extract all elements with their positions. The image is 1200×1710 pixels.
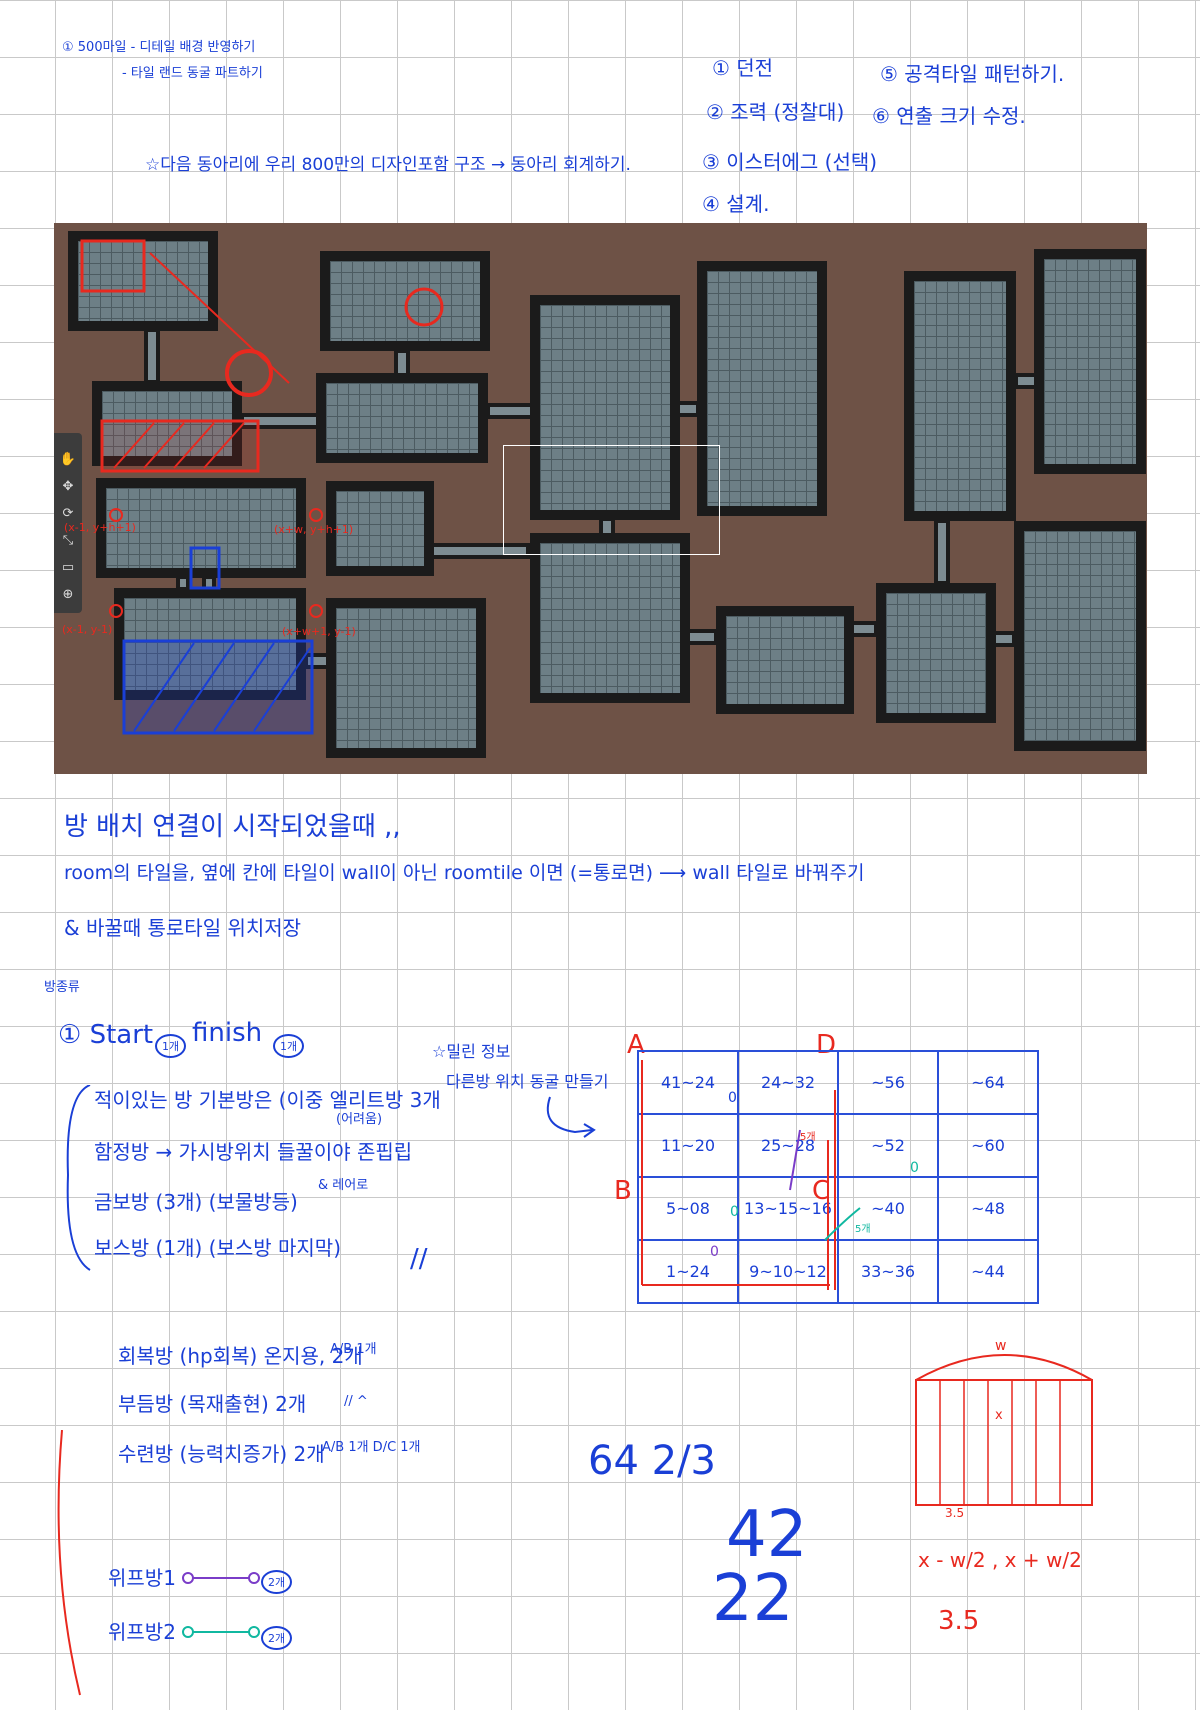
todo-item-4: ④ 설계.	[702, 188, 769, 217]
warp-room-2: 위프방2	[108, 1616, 176, 1645]
map-coord-right-top: (x+w, y+h+1)	[274, 523, 353, 536]
room-type-4: 보스방 (1개) (보스방 마지막)	[94, 1232, 341, 1261]
red-corner-dot	[110, 509, 122, 521]
blue-square	[191, 548, 219, 588]
warp-room-2-count: 2개	[261, 1626, 292, 1650]
red-chest-sketch	[910, 1338, 1100, 1518]
grid-circle-3: 0	[710, 1244, 719, 1260]
room-type-1-sub: (어려움)	[336, 1108, 382, 1127]
mid-note-line-3: & 바꿀때 통로타일 위치저장	[64, 912, 301, 941]
grid-circle-2: 0	[730, 1204, 739, 1220]
room-type-1: 적이있는 방 기본방은 (이중 엘리트방 3개	[94, 1084, 441, 1113]
chest-result: 3.5	[938, 1606, 979, 1636]
todo-item-2: ② 조력 (정찰대)	[706, 96, 844, 125]
mid-note-line-2: room의 타일을, 옆에 칸에 타일이 wall이 아닌 roomtile 이…	[64, 858, 865, 885]
chest-w-label: w	[995, 1338, 1006, 1354]
red-bracket-line	[40, 1430, 100, 1710]
todo-item-1: ① 던전	[712, 52, 773, 81]
todo-item-5: ⑤ 공격타일 패턴하기.	[880, 58, 1064, 87]
start-label: ① Start	[58, 1020, 153, 1050]
room-list-end-mark: //	[410, 1244, 428, 1274]
grid-circle-1: 0	[728, 1090, 737, 1106]
lower-note-2-sub: // ^	[344, 1394, 368, 1409]
red-corner-dot	[310, 605, 322, 617]
room-type-3: 금보방 (3개) (보물방등)	[94, 1186, 298, 1215]
map-coord-left-bottom: (x-1, y-1)	[62, 623, 112, 636]
mid-note-line-1: 방 배치 연결이 시작되었을때 ,,	[64, 806, 401, 843]
warp-arrow-2	[180, 1622, 260, 1642]
chest-x-label: x	[995, 1408, 1003, 1423]
warp-room-1-count: 2개	[261, 1570, 292, 1594]
lower-note-2: 부듬방 (목재출현) 2개	[118, 1388, 306, 1417]
warp-arrow-1	[180, 1568, 260, 1588]
lower-note-3-sub: A/B 1개 D/C 1개	[322, 1436, 421, 1455]
red-circle	[406, 289, 442, 325]
room-types-header: 방종류	[44, 976, 80, 995]
todo-item-3: ③ 이스터에그 (선택)	[702, 146, 877, 175]
top-note-line-1: ① 500마일 - 디테일 배경 반영하기	[62, 36, 255, 55]
finish-count: 1개	[273, 1034, 304, 1058]
star-note-2-line-1: ☆밀린 정보	[432, 1038, 510, 1062]
dungeon-map: ✋ ✥ ⟳ ⤡ ▭ ⊕ (x-1, y+h+1) (x+w, y+h+1) (x…	[54, 223, 1147, 774]
star-note-2-line-2: 다른방 위치 동굴 만들기	[446, 1068, 608, 1092]
room-type-2-sub: & 레어로	[318, 1174, 368, 1193]
red-corner-dot	[310, 509, 322, 521]
top-note-line-2: - 타일 랜드 동굴 파트하기	[122, 62, 263, 81]
chest-formula: x - w/2 , x + w/2	[918, 1548, 1082, 1572]
red-scribble	[227, 351, 271, 395]
chest-width-label: 3.5	[945, 1506, 964, 1520]
start-count: 1개	[155, 1034, 186, 1058]
math-fraction: 64 2/3	[588, 1438, 716, 1484]
todo-item-6: ⑥ 연출 크기 수정.	[872, 100, 1026, 129]
red-corner-dot	[110, 605, 122, 617]
red-sketch-rect	[82, 241, 144, 291]
lower-note-1-sub: A/B 1개	[330, 1338, 377, 1357]
curved-arrow	[540, 1092, 600, 1142]
math-number-1: 42	[726, 1498, 807, 1572]
room-type-2: 함정방 → 가시방위치 들꿀이야 존핍립	[94, 1136, 412, 1165]
grid-circle-4: 0	[910, 1160, 919, 1176]
lower-note-3: 수련방 (능력치증가) 2개	[118, 1438, 325, 1467]
math-number-2: 22	[712, 1562, 793, 1636]
map-coord-right-bottom: (x+w+1, y-1)	[282, 625, 356, 638]
map-coord-left-top: (x-1, y+h+1)	[64, 521, 136, 534]
grid-red-markup	[630, 1040, 1070, 1320]
star-note: ☆다음 동아리에 우리 800만의 디자인포함 구조 → 동아리 회계하기.	[145, 150, 631, 175]
warp-room-1: 위프방1	[108, 1562, 176, 1591]
lower-note-1: 회복방 (hp회복) 온지용, 2개	[118, 1340, 363, 1369]
map-markup	[54, 223, 1147, 774]
finish-label: finish	[192, 1018, 262, 1048]
